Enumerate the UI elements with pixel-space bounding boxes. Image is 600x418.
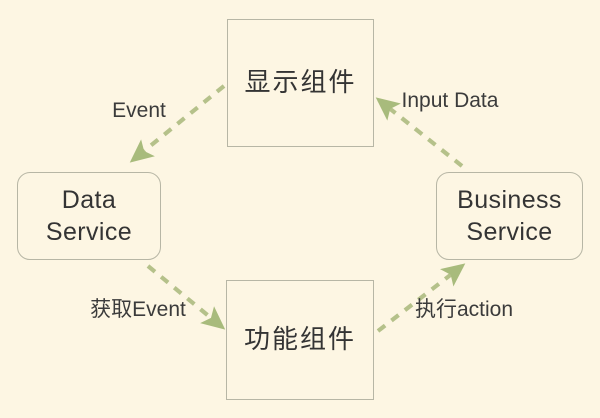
node-business-service[interactable]: Business Service	[436, 172, 583, 260]
edge-label-event: Event	[112, 99, 166, 122]
edge-business-to-display	[375, 97, 464, 168]
node-function-component[interactable]: 功能组件	[226, 280, 374, 400]
edge-label-get-event: 获取Event	[90, 298, 186, 321]
edge-function-to-business	[376, 263, 466, 333]
node-display-component-label: 显示组件	[244, 67, 357, 98]
node-data-service[interactable]: Data Service	[17, 172, 161, 260]
node-function-component-label: 功能组件	[243, 324, 356, 355]
node-display-component[interactable]: 显示组件	[227, 19, 374, 147]
node-business-service-label: Business Service	[457, 186, 562, 246]
node-data-service-label: Data Service	[45, 186, 133, 246]
edge-label-input-data: Input Data	[401, 89, 499, 112]
edge-display-to-data	[129, 84, 226, 163]
edge-label-do-action: 执行action	[414, 298, 514, 321]
